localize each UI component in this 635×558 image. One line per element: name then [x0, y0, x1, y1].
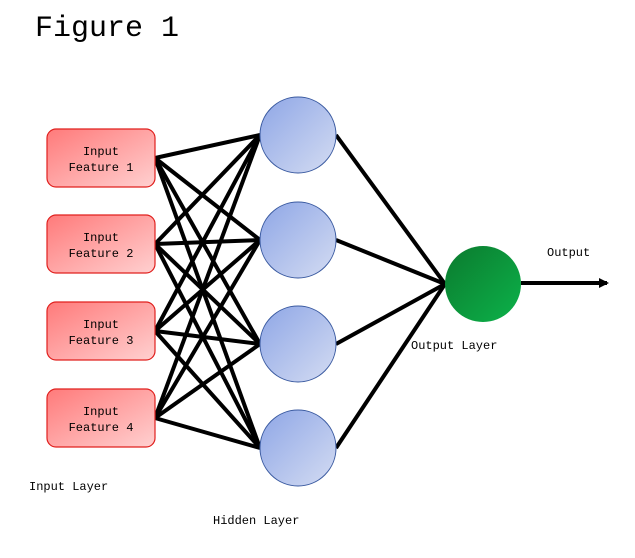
input-node-label-line1: Input — [83, 318, 119, 332]
input-node-box — [46, 128, 156, 188]
input-node-label-line2: Feature 4 — [69, 421, 134, 435]
edge-input2-hidden2 — [154, 238, 261, 246]
edge-hidden4-output — [334, 282, 447, 450]
input-node-label-line1: Input — [83, 145, 119, 159]
hidden-layer-label: Hidden Layer — [213, 514, 299, 528]
edge-input4-hidden4 — [154, 416, 261, 450]
input-node-box — [46, 301, 156, 361]
edge-input4-hidden2 — [153, 238, 262, 420]
input-hidden-connections — [153, 133, 262, 450]
edge-input4-hidden3 — [153, 342, 262, 420]
edge-hidden2-output — [335, 238, 446, 286]
figure-title: Figure 1 — [35, 12, 180, 46]
hidden-node-2 — [259, 201, 337, 279]
edge-input2-hidden3 — [153, 242, 262, 346]
edge-hidden1-output — [334, 133, 447, 286]
edge-hidden3-output — [335, 282, 446, 346]
edge-input3-hidden2 — [153, 238, 262, 333]
edge-input3-hidden3 — [154, 329, 261, 346]
input-node-box — [46, 388, 156, 448]
edge-input3-hidden1 — [153, 134, 262, 332]
input-node-label-line2: Feature 3 — [69, 334, 134, 348]
hidden-layer-nodes — [259, 96, 337, 487]
hidden-node-3 — [259, 305, 337, 383]
input-layer-label: Input Layer — [29, 480, 108, 494]
output-layer-nodes — [445, 246, 521, 322]
edge-input2-hidden1 — [153, 133, 262, 246]
output-node-1 — [445, 246, 521, 322]
edge-input3-hidden4 — [153, 329, 262, 450]
edge-input1-hidden2 — [153, 156, 262, 242]
input-node-box — [46, 214, 156, 274]
edge-input2-hidden4 — [153, 243, 262, 449]
edge-input1-hidden3 — [153, 157, 262, 345]
hidden-node-1 — [259, 96, 337, 174]
hidden-output-connections — [334, 133, 447, 450]
output-arrow-label: Output — [547, 246, 590, 260]
output-layer-label: Output Layer — [411, 339, 497, 353]
input-node-label-line2: Feature 2 — [69, 247, 134, 261]
input-node-label-line2: Feature 1 — [69, 161, 134, 175]
edge-input1-hidden1 — [154, 133, 261, 160]
input-node-label-line1: Input — [83, 405, 119, 419]
hidden-node-4 — [259, 409, 337, 487]
input-node-label-line1: Input — [83, 231, 119, 245]
edge-input1-hidden4 — [153, 157, 262, 449]
edge-input4-hidden1 — [153, 134, 262, 419]
